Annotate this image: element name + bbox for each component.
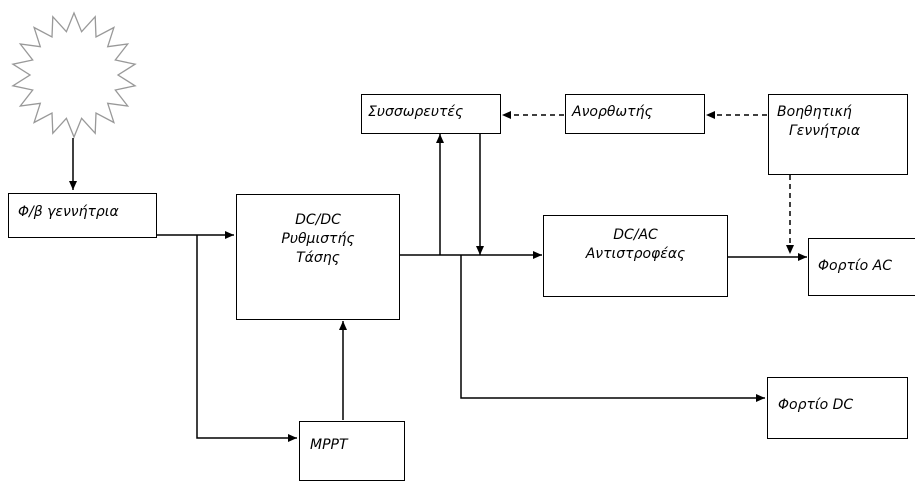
inverter-line2: Αντιστροφέας xyxy=(585,246,686,262)
dcdc-line3: Τάσης xyxy=(296,250,340,266)
ac-load-block: Φορτίο AC xyxy=(808,238,915,296)
rectifier-label: Ανορθωτής xyxy=(572,104,653,120)
inverter-line1: DC/AC xyxy=(613,227,658,243)
aux-gen-line1: Βοηθητική xyxy=(777,104,852,120)
aux-gen-line2: Γεννήτρια xyxy=(789,123,861,139)
dcdc-regulator-block: DC/DC Ρυθμιστής Τάσης xyxy=(236,194,400,320)
dc-load-label: Φορτίο DC xyxy=(778,397,854,413)
pv-to-mppt-arrow xyxy=(196,235,297,442)
connections xyxy=(69,111,807,442)
mppt-label: MPPT xyxy=(310,437,348,453)
bus-to-dc-load-arrow xyxy=(460,255,765,402)
sun-icon xyxy=(11,11,137,139)
mppt-block: MPPT xyxy=(299,421,405,481)
dc-load-block: Φορτίο DC xyxy=(767,377,908,439)
dcdc-line2: Ρυθμιστής xyxy=(281,231,355,247)
rectifier-block: Ανορθωτής xyxy=(565,94,705,134)
pv-generator-label: Φ/β γεννήτρια xyxy=(18,204,119,220)
inverter-block: DC/AC Αντιστροφέας xyxy=(543,215,728,297)
dcdc-line1: DC/DC xyxy=(295,212,341,228)
battery-block: Συσσωρευτές xyxy=(361,94,501,134)
aux-generator-block: Βοηθητική Γεννήτρια xyxy=(768,94,908,175)
pv-generator-block: Φ/β γεννήτρια xyxy=(8,193,157,238)
ac-load-label: Φορτίο AC xyxy=(818,258,893,274)
battery-label: Συσσωρευτές xyxy=(368,104,464,120)
